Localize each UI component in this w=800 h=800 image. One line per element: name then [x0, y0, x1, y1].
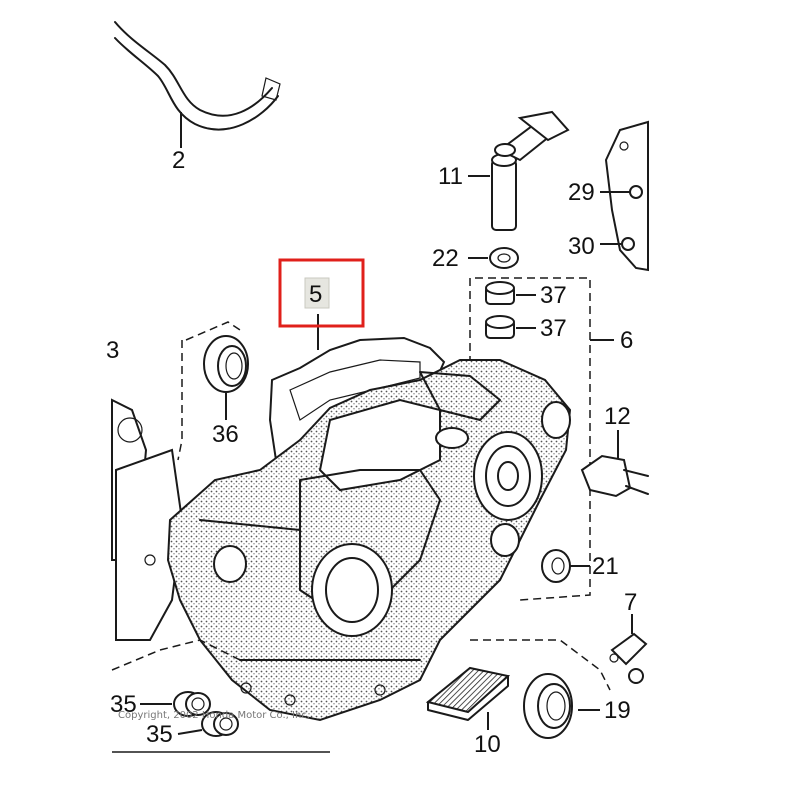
callout-6-label: 6: [620, 327, 633, 354]
callout-22: 22: [432, 245, 488, 272]
part-11-shaft[interactable]: [491, 110, 570, 231]
part-19-oil-seal[interactable]: [523, 673, 573, 739]
callout-11-label: 11: [438, 163, 463, 190]
callout-3-label: 3: [106, 337, 119, 364]
part-10-oil-screen[interactable]: [425, 666, 511, 721]
part-12-clamp[interactable]: [580, 454, 649, 498]
callout-5: 5: [304, 277, 330, 350]
callout-12-label: 12: [604, 403, 631, 430]
group-35-bracket: [111, 639, 241, 671]
callout-29: 29: [568, 179, 630, 206]
part-35-bearing-lower[interactable]: [201, 711, 239, 737]
callout-37-lower: 37: [516, 315, 567, 342]
part-22-seal[interactable]: [489, 247, 519, 269]
callout-10: 10: [474, 712, 501, 758]
callout-35-lower: 35: [146, 721, 203, 748]
callout-11: 11: [438, 163, 490, 190]
part-35-bearing-upper[interactable]: [173, 691, 211, 717]
highlight-box-part-5: [278, 258, 365, 328]
callout-21: 21: [570, 553, 619, 580]
callout-37-upper: 37: [516, 282, 567, 309]
copyright-watermark: Copyright, 2002 Honda Motor Co., Inc.: [118, 710, 310, 721]
callout-29-label: 29: [568, 179, 595, 206]
crankcase-assembly[interactable]: [166, 359, 572, 722]
callout-35-upper: 35: [110, 691, 172, 718]
part-2-breather-tube[interactable]: [114, 21, 281, 131]
part-7-clip[interactable]: [609, 632, 648, 684]
callout-5-label: 5: [309, 281, 322, 308]
callout-19-label: 19: [604, 697, 631, 724]
part-36-oil-seal[interactable]: [203, 335, 249, 393]
right-cover-partial[interactable]: [604, 120, 649, 272]
callout-36: 36: [212, 393, 239, 448]
group-6-bracket: 6: [469, 277, 633, 601]
part-37-bearing-lower[interactable]: [485, 315, 515, 339]
callout-37-lower-label: 37: [540, 315, 567, 342]
callout-30-label: 30: [568, 233, 595, 260]
callout-2: 2: [172, 112, 185, 174]
callout-19: 19: [578, 697, 631, 724]
callout-2-label: 2: [172, 147, 185, 174]
callout-7-label: 7: [624, 589, 637, 616]
callout-12: 12: [604, 403, 631, 458]
callout-30: 30: [568, 233, 622, 260]
callout-3-partial: 3: [106, 337, 119, 364]
callout-36-label: 36: [212, 421, 239, 448]
group-19-bracket: [470, 639, 611, 691]
part-37-bearing-upper[interactable]: [485, 281, 515, 305]
callout-35-upper-label: 35: [110, 691, 137, 718]
callout-21-label: 21: [592, 553, 619, 580]
callout-5-tag: [304, 277, 330, 309]
callout-37-upper-label: 37: [540, 282, 567, 309]
group-3-bracket: [177, 340, 183, 461]
group-36-bracket: [185, 321, 241, 341]
callout-22-label: 22: [432, 245, 459, 272]
callout-35-lower-label: 35: [146, 721, 173, 748]
callout-10-label: 10: [474, 731, 501, 758]
callout-7: 7: [624, 589, 637, 634]
part-21-seal[interactable]: [541, 549, 571, 583]
left-cover-partial[interactable]: [111, 398, 184, 641]
